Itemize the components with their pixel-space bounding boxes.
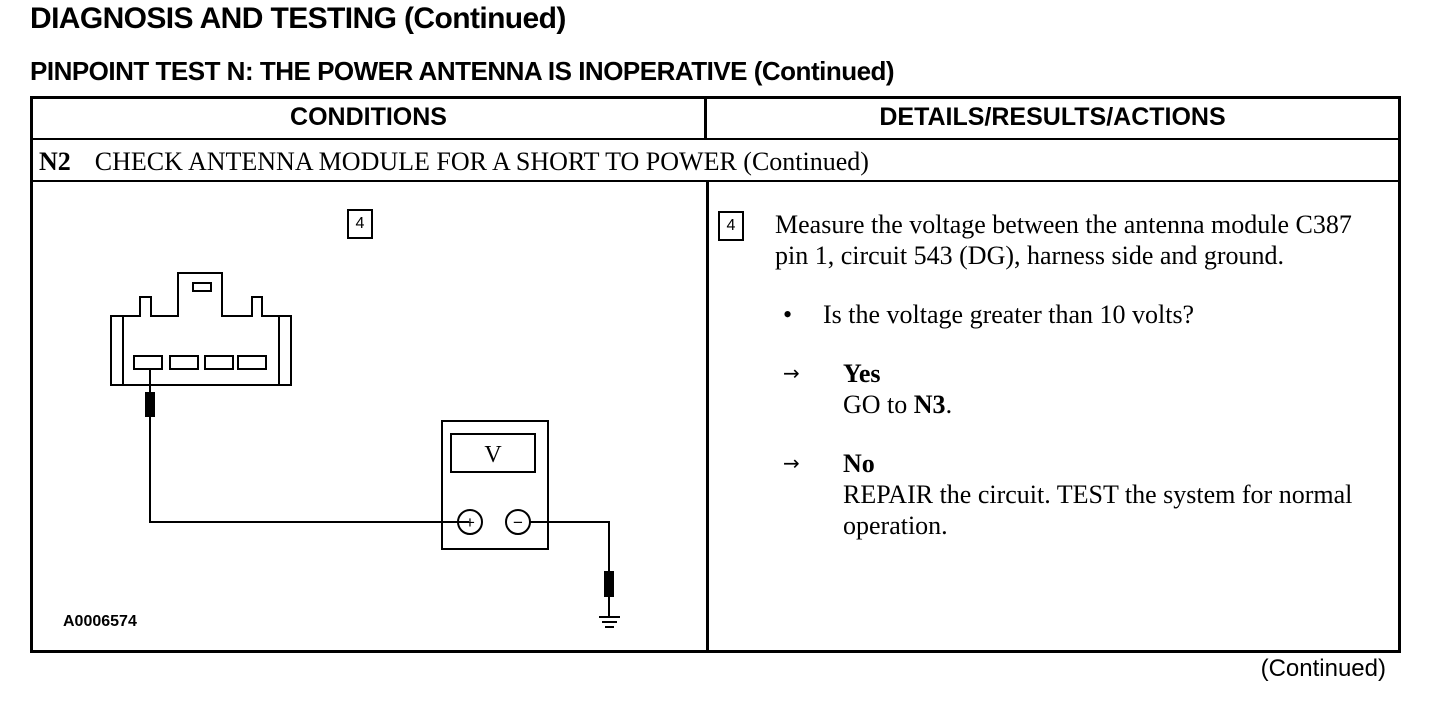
voltmeter-display	[450, 433, 536, 473]
action-yes-text: GO to	[843, 390, 914, 419]
pinpoint-test-title: PINPOINT TEST N: THE POWER ANTENNA IS IN…	[30, 56, 895, 86]
minus-sign: −	[513, 513, 523, 532]
result-no: → No REPAIR the circuit. TEST the system…	[775, 448, 1385, 541]
details-column: Measure the voltage between the antenna …	[775, 209, 1385, 541]
details-header: DETAILS/RESULTS/ACTIONS	[879, 103, 1226, 131]
connector-latch	[192, 282, 212, 292]
voltmeter-positive-terminal	[457, 509, 483, 535]
action-yes: GO to N3.	[843, 389, 1385, 420]
go-to-step-link: N3	[913, 390, 946, 419]
connector-pin-3	[204, 355, 234, 370]
connector-pin-2	[169, 355, 199, 370]
connector-pin-4	[237, 355, 267, 370]
action-no: REPAIR the circuit. TEST the system for …	[843, 480, 1353, 540]
result-yes: → Yes GO to N3.	[775, 358, 1385, 420]
step-divider	[33, 180, 1398, 182]
connector-pin-1	[133, 355, 163, 370]
step-title: CHECK ANTENNA MODULE FOR A SHORT TO POWE…	[94, 147, 869, 176]
column-divider	[706, 182, 709, 650]
action-yes-period: .	[945, 390, 953, 419]
step-id: N2	[39, 147, 71, 176]
answer-yes: Yes	[843, 359, 881, 388]
bullet-icon: •	[783, 300, 793, 329]
page-title: DIAGNOSIS AND TESTING (Continued)	[30, 2, 566, 35]
arrow-right-icon: →	[783, 361, 800, 385]
plus-sign: +	[465, 513, 475, 532]
header-divider	[33, 138, 1398, 140]
answer-no: No	[843, 449, 875, 478]
question-text: Is the voltage greater than 10 volts?	[823, 300, 1195, 329]
header-column-divider	[704, 99, 707, 140]
negative-lead-wire	[530, 521, 610, 617]
voltmeter-label: V	[484, 442, 502, 468]
continued-footer: (Continued)	[1260, 655, 1386, 682]
substep-box-details: 4	[718, 211, 744, 241]
conditions-header: CONDITIONS	[290, 103, 447, 131]
pinpoint-test-table: CONDITIONS DETAILS/RESULTS/ACTIONS N2 CHE…	[30, 96, 1401, 653]
question: • Is the voltage greater than 10 volts?	[775, 299, 1385, 330]
step-heading: N2 CHECK ANTENNA MODULE FOR A SHORT TO PO…	[39, 147, 869, 177]
arrow-right-icon: →	[783, 451, 800, 475]
instruction-text: Measure the voltage between the antenna …	[775, 210, 1352, 270]
voltmeter-body	[441, 420, 549, 550]
figure-id: A0006574	[63, 613, 137, 630]
positive-probe-tip	[145, 392, 155, 417]
substep-box-conditions: 4	[347, 209, 373, 239]
voltage-test-diagram: V + −	[110, 272, 620, 628]
connector-c387	[110, 272, 292, 386]
positive-lead-wire	[149, 369, 469, 523]
negative-probe-tip	[604, 571, 614, 597]
